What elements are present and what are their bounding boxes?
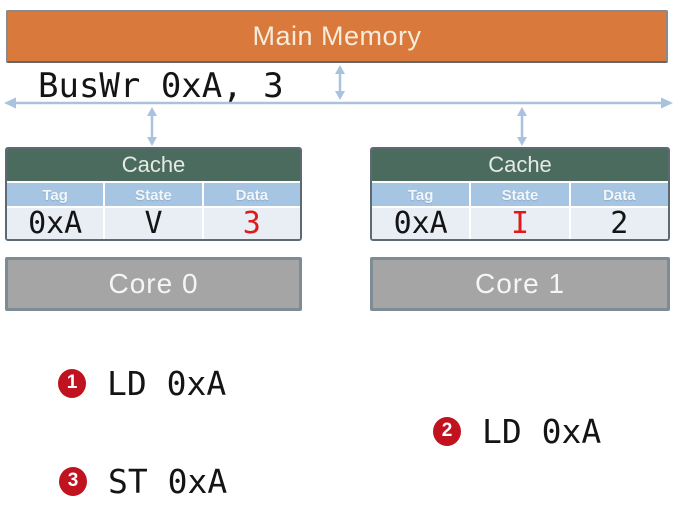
core1-box: Core 1 bbox=[370, 257, 670, 311]
cache1-bus-arrow-icon bbox=[517, 107, 527, 146]
column-header-state: State bbox=[103, 183, 202, 206]
cache-entry-row: 0xA I 2 bbox=[372, 206, 668, 239]
operation-3: 3 ST 0xA bbox=[59, 461, 228, 501]
cache-table-1: Cache Tag State Data 0xA I 2 bbox=[370, 147, 670, 241]
column-header-state: State bbox=[469, 183, 569, 206]
cache0-bus-arrow-icon bbox=[147, 107, 157, 146]
core0-box: Core 0 bbox=[5, 257, 302, 311]
main-memory-label: Main Memory bbox=[252, 21, 422, 51]
cache-entry-row: 0xA V 3 bbox=[7, 206, 300, 239]
operation-1-label: LD 0xA bbox=[107, 363, 227, 403]
cache-title: Cache bbox=[372, 149, 668, 181]
cache0-data-value: 3 bbox=[201, 208, 300, 239]
cache0-tag-value: 0xA bbox=[7, 208, 104, 239]
cache0-state-value: V bbox=[103, 208, 202, 239]
operation-2-number-badge: 2 bbox=[433, 416, 461, 446]
cache1-state-value: I bbox=[469, 208, 569, 239]
cache-column-headers: Tag State Data bbox=[7, 181, 300, 206]
operation-1-number-badge: 1 bbox=[58, 368, 86, 398]
cache-table-0: Cache Tag State Data 0xA V 3 bbox=[5, 147, 302, 241]
bus-event-label: BusWr 0xA, 3 bbox=[38, 66, 284, 106]
cache-column-headers: Tag State Data bbox=[372, 181, 668, 206]
operation-2-label: LD 0xA bbox=[482, 411, 602, 451]
column-header-tag: Tag bbox=[372, 183, 470, 206]
column-header-data: Data bbox=[201, 183, 300, 206]
operation-3-number-badge: 3 bbox=[59, 466, 87, 496]
operation-2: 2 LD 0xA bbox=[433, 411, 602, 451]
cache1-data-value: 2 bbox=[568, 208, 668, 239]
main-memory-box: Main Memory bbox=[6, 10, 668, 63]
cache-title: Cache bbox=[7, 149, 300, 181]
operation-3-label: ST 0xA bbox=[108, 461, 228, 501]
column-header-tag: Tag bbox=[7, 183, 104, 206]
column-header-data: Data bbox=[568, 183, 668, 206]
operation-1: 1 LD 0xA bbox=[58, 363, 227, 403]
core1-label: Core 1 bbox=[474, 268, 566, 299]
memory-bus-arrow-icon bbox=[335, 65, 345, 100]
cache1-tag-value: 0xA bbox=[372, 208, 470, 239]
core0-label: Core 0 bbox=[108, 268, 199, 299]
